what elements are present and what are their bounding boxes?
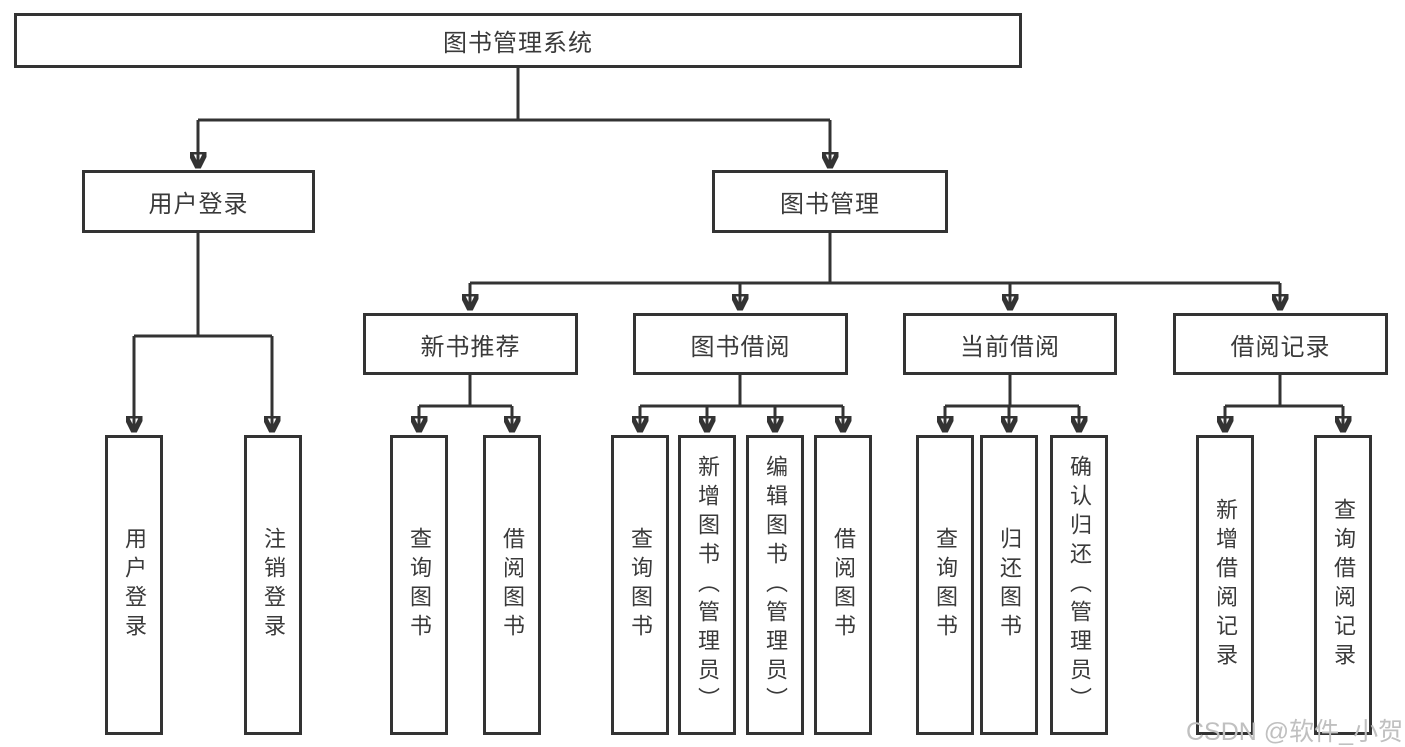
connector-root-to-level2 (198, 68, 830, 166)
node-recommend-query-books: 查询图书 (390, 435, 448, 735)
node-user-login-branch: 用户登录 (82, 170, 315, 233)
node-root-system: 图书管理系统 (14, 13, 1022, 68)
node-borrow-books-leaf: 借阅图书 (814, 435, 872, 735)
node-recommend-borrow-books: 借阅图书 (483, 435, 541, 735)
leaf-label: 归还图书 (997, 527, 1022, 643)
leaf-label: 确认归还（管理员） (1067, 454, 1092, 716)
connector-book-management-branch (470, 233, 1280, 308)
node-new-book-recommend: 新书推荐 (363, 313, 578, 375)
node-borrow-query-books: 查询图书 (611, 435, 669, 735)
node-borrow-records: 借阅记录 (1173, 313, 1388, 375)
connector-book-borrow (640, 375, 843, 430)
node-logout-login-leaf: 注销登录 (244, 435, 302, 735)
node-return-books: 归还图书 (980, 435, 1038, 735)
node-book-management-branch: 图书管理 (712, 170, 948, 233)
node-current-query-books: 查询图书 (916, 435, 974, 735)
connector-borrow-records (1225, 375, 1343, 430)
connector-user-login-branch (134, 233, 272, 430)
leaf-label: 查询图书 (407, 527, 432, 643)
csdn-watermark: CSDN @软件_小贺同学 (1186, 718, 1405, 746)
leaf-label: 新增图书（管理员） (695, 454, 720, 716)
node-add-borrow-record: 新增借阅记录 (1196, 435, 1254, 735)
leaf-label: 新增借阅记录 (1213, 498, 1238, 672)
node-confirm-return-admin: 确认归还（管理员） (1050, 435, 1108, 735)
node-add-books-admin: 新增图书（管理员） (678, 435, 736, 735)
node-book-borrow: 图书借阅 (633, 313, 848, 375)
leaf-label: 借阅图书 (500, 527, 525, 643)
leaf-label: 编辑图书（管理员） (763, 454, 788, 716)
leaf-label: 查询借阅记录 (1331, 498, 1356, 672)
leaf-label: 查询图书 (933, 527, 958, 643)
node-query-borrow-record: 查询借阅记录 (1314, 435, 1372, 735)
connector-current-borrow (945, 375, 1079, 430)
leaf-label: 注销登录 (261, 527, 286, 643)
leaf-label: 用户登录 (122, 527, 147, 643)
leaf-label: 查询图书 (628, 527, 653, 643)
node-current-borrow: 当前借阅 (903, 313, 1117, 375)
node-edit-books-admin: 编辑图书（管理员） (746, 435, 804, 735)
connector-new-book-recommend (419, 375, 512, 430)
leaf-label: 借阅图书 (831, 527, 856, 643)
node-user-login-leaf: 用户登录 (105, 435, 163, 735)
